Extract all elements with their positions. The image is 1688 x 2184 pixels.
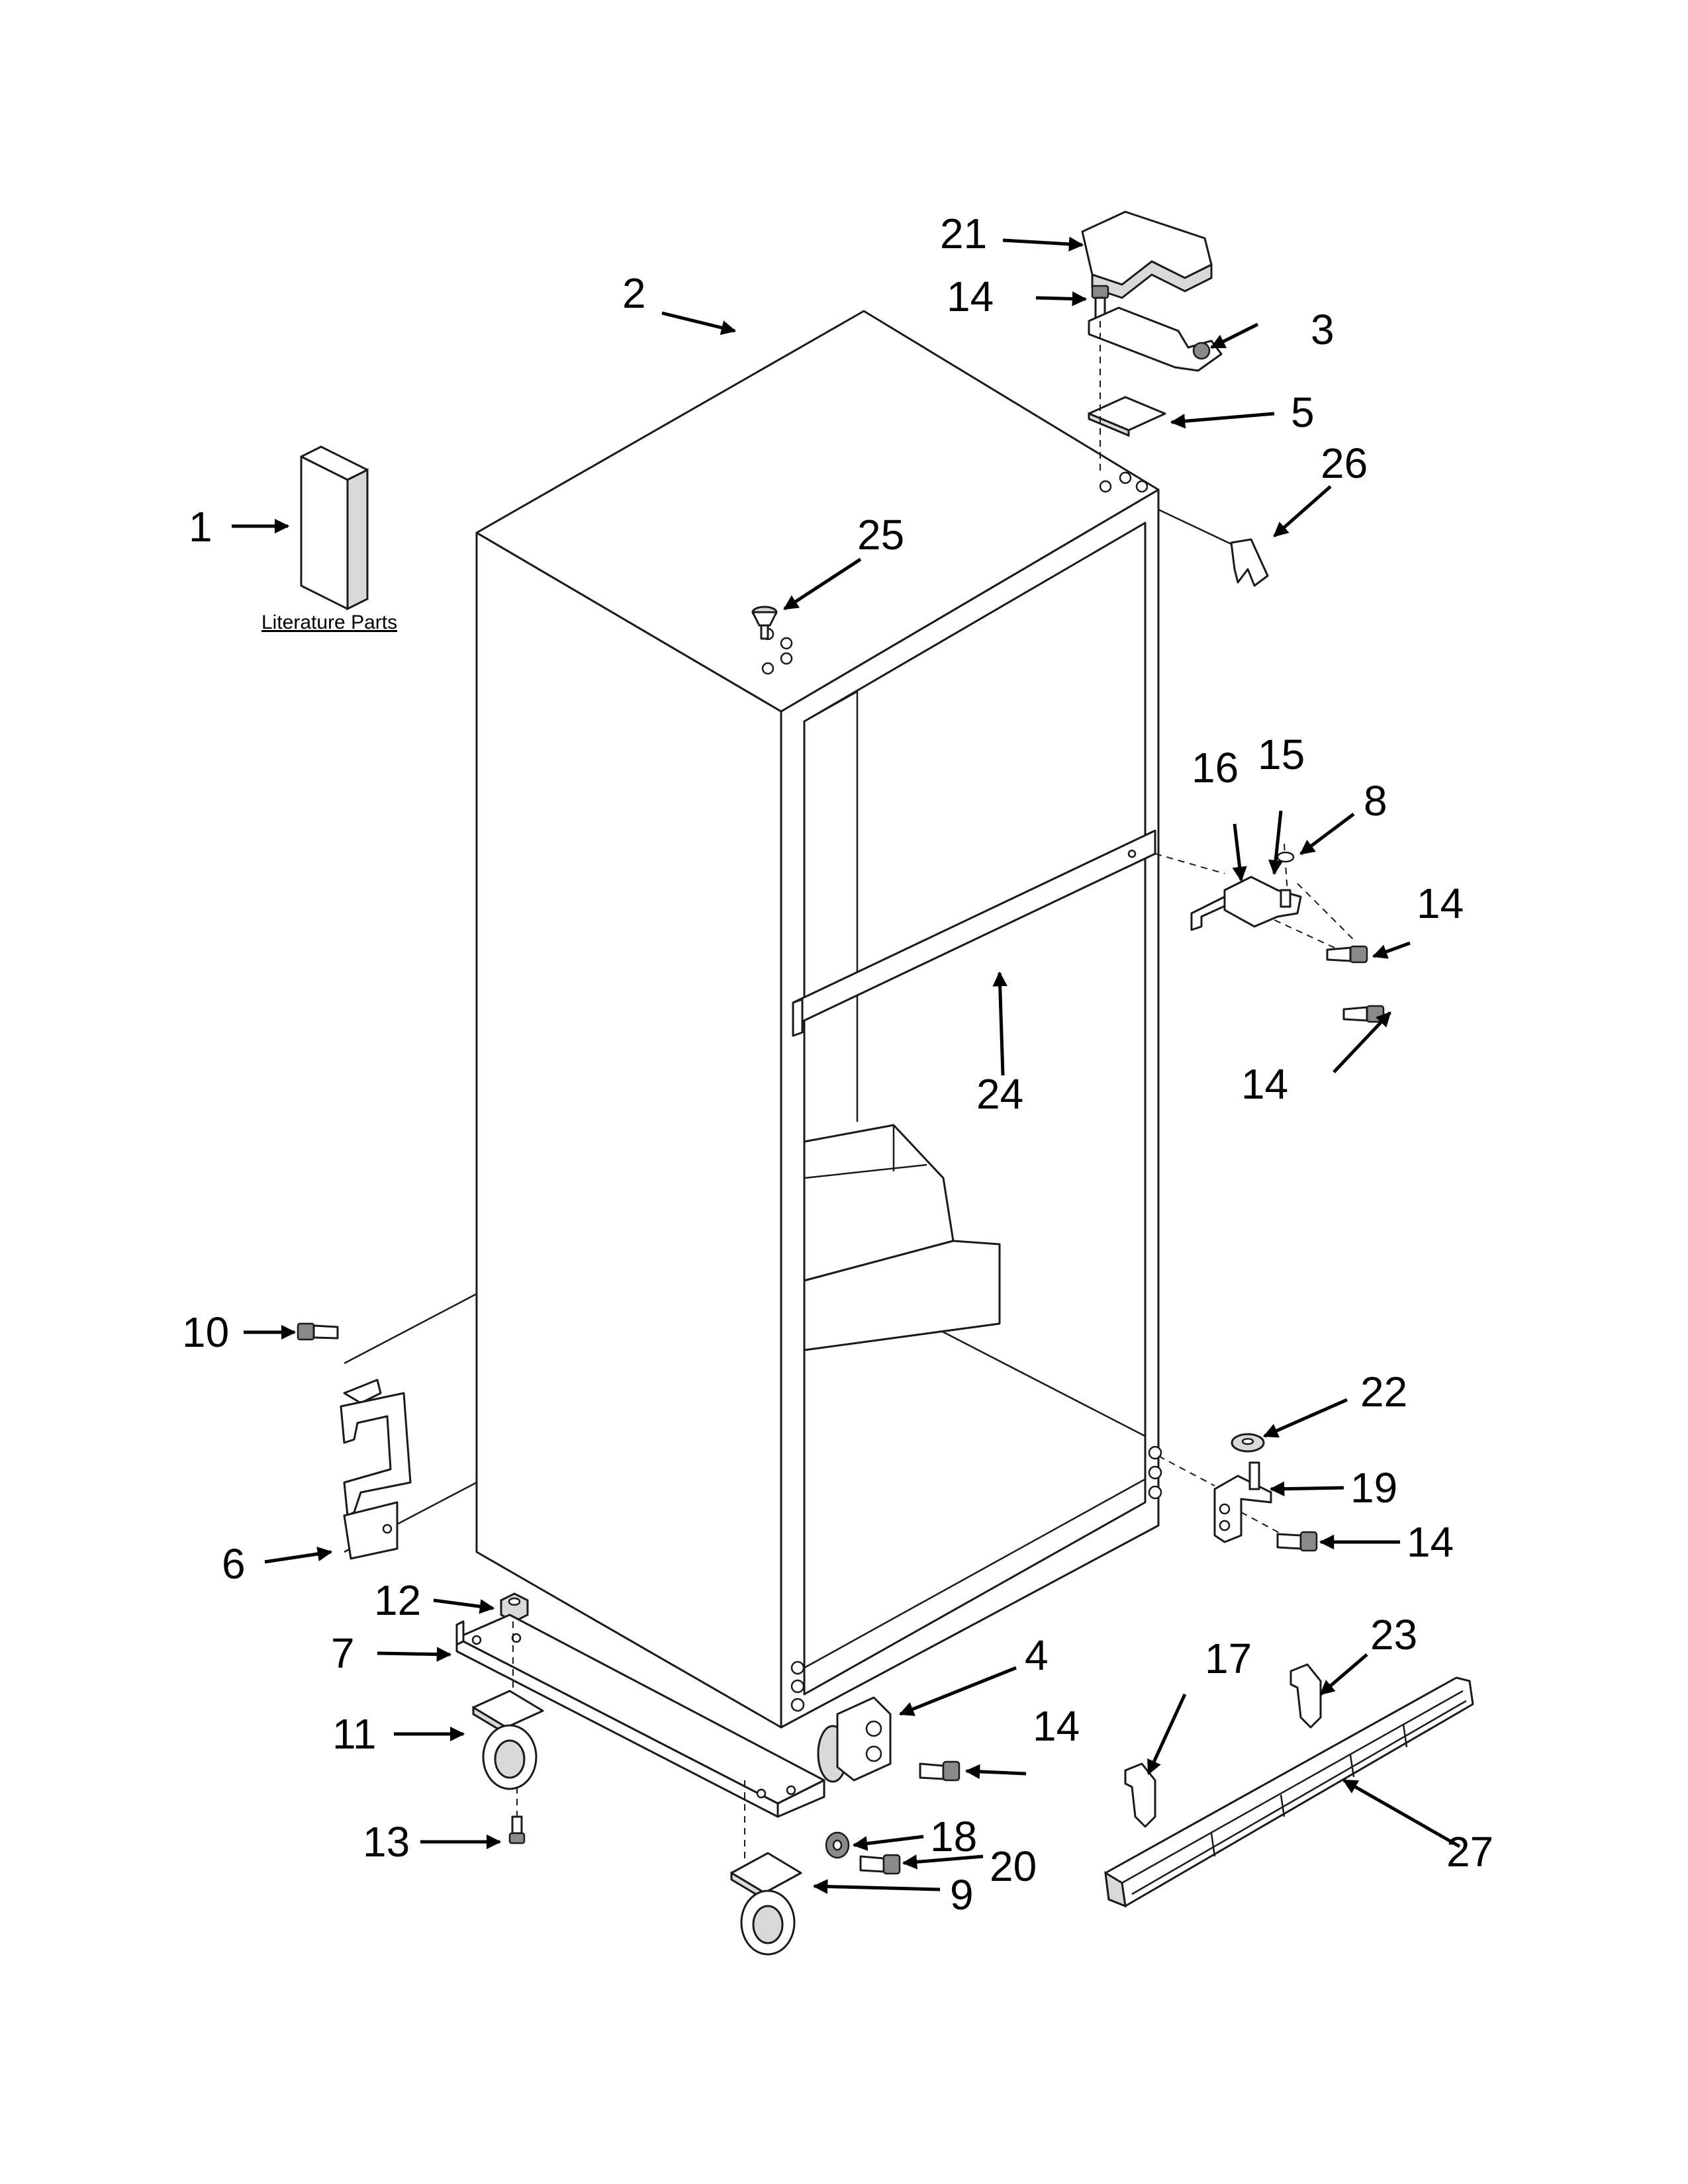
washer — [825, 1831, 850, 1859]
callout-5: 5 — [1291, 388, 1315, 436]
callout-14-center-2: 14 — [1241, 1060, 1288, 1108]
plug-button — [751, 606, 778, 640]
rear-bracket — [340, 1379, 412, 1560]
callout-8: 8 — [1364, 777, 1387, 825]
callout-12: 12 — [374, 1576, 421, 1624]
screw-bottom-hinge — [1276, 1531, 1318, 1552]
callout-16: 16 — [1192, 744, 1239, 792]
callout-3: 3 — [1311, 306, 1335, 353]
callout-22: 22 — [1360, 1368, 1407, 1416]
base-rail — [455, 1614, 825, 1860]
callout-10: 10 — [182, 1308, 229, 1356]
callout-1: 1 — [189, 503, 212, 551]
callout-17: 17 — [1205, 1635, 1252, 1682]
callout-4: 4 — [1025, 1631, 1049, 1679]
callout-15: 15 — [1258, 731, 1305, 778]
grille-clip-left — [1124, 1762, 1156, 1828]
screw-center-hinge-1 — [1326, 945, 1368, 964]
bottom-hinge — [1213, 1461, 1272, 1543]
callout-26: 26 — [1321, 439, 1368, 487]
leveler-bracket — [817, 1696, 892, 1783]
callout-21: 21 — [940, 210, 987, 257]
callout-14-top: 14 — [947, 273, 994, 320]
callout-6: 6 — [222, 1540, 246, 1588]
top-hinge — [1088, 306, 1223, 372]
callout-numbers: 1 2 3 4 5 6 7 8 9 10 11 12 13 14 14 14 1… — [182, 210, 1493, 1919]
caster-front — [472, 1690, 544, 1790]
callout-19: 19 — [1350, 1464, 1397, 1512]
callout-23: 23 — [1370, 1611, 1417, 1659]
hinge-spacer — [1231, 1433, 1265, 1453]
nut — [500, 1592, 529, 1623]
screw-caster — [508, 1815, 526, 1844]
screw-center-hinge-2 — [1342, 1005, 1385, 1023]
callout-27: 27 — [1446, 1828, 1493, 1876]
leader-lines — [232, 236, 1461, 1894]
callout-24: 24 — [976, 1070, 1023, 1118]
callout-25: 25 — [857, 511, 904, 559]
literature-parts-booklet — [300, 445, 369, 611]
callout-13: 13 — [363, 1818, 410, 1866]
hinge-plug — [1230, 538, 1269, 587]
grille-clip-right — [1289, 1663, 1322, 1729]
cabinet — [344, 310, 1162, 1729]
center-hinge-group — [1154, 843, 1361, 960]
callout-11: 11 — [332, 1710, 376, 1758]
literature-parts-label: Literature Parts — [261, 612, 397, 633]
hinge-shim — [1088, 396, 1166, 437]
caster-rear — [730, 1852, 802, 1956]
callout-14-leveler: 14 — [1033, 1702, 1080, 1750]
hinge-cover — [1081, 210, 1213, 299]
callout-20: 20 — [990, 1843, 1037, 1890]
callout-9: 9 — [950, 1871, 974, 1919]
base-grille — [1104, 1676, 1474, 1908]
callout-14-center-1: 14 — [1417, 880, 1464, 927]
callout-14-bottom: 14 — [1407, 1518, 1454, 1566]
screw-rail — [859, 1854, 901, 1875]
callout-18: 18 — [930, 1813, 977, 1860]
callout-7: 7 — [331, 1629, 355, 1677]
screw-leveler — [919, 1760, 961, 1782]
screw-rear-bracket — [297, 1322, 339, 1341]
callout-2: 2 — [622, 269, 646, 317]
